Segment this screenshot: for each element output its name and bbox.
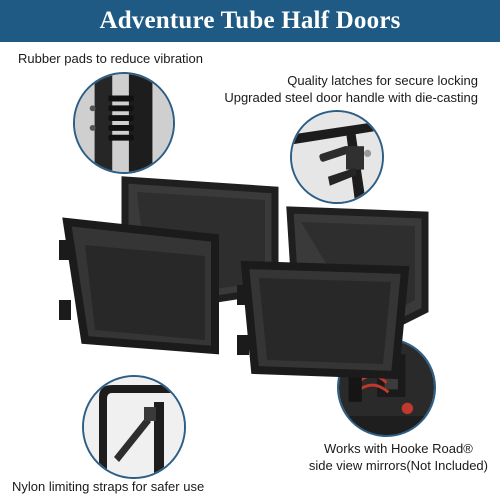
caption-mirrors-line1: Works with Hooke Road® [324,441,473,456]
front-right-door [237,260,410,380]
page-title: Adventure Tube Half Doors [99,7,401,34]
caption-latches: Quality latches for secure locking Upgra… [224,72,478,106]
tube-doors-product-image [45,170,445,385]
caption-latches-line2: Upgraded steel door handle with die-cast… [224,90,478,105]
nylon-strap-detail-image [82,375,186,479]
rubber-pad-detail-image [73,72,175,174]
caption-rubber-pads: Rubber pads to reduce vibration [18,51,204,66]
caption-mirrors-line2: side view mirrors(Not Included) [308,458,488,473]
title-banner: Adventure Tube Half Doors [0,0,500,42]
caption-nylon-straps: Nylon limiting straps for safer use [12,479,205,494]
caption-latches-line1: Quality latches for secure locking [287,73,478,88]
caption-mirrors: Works with Hooke Road® side view mirrors… [309,440,488,474]
latch-detail-image [290,110,384,204]
front-left-door [59,217,219,355]
